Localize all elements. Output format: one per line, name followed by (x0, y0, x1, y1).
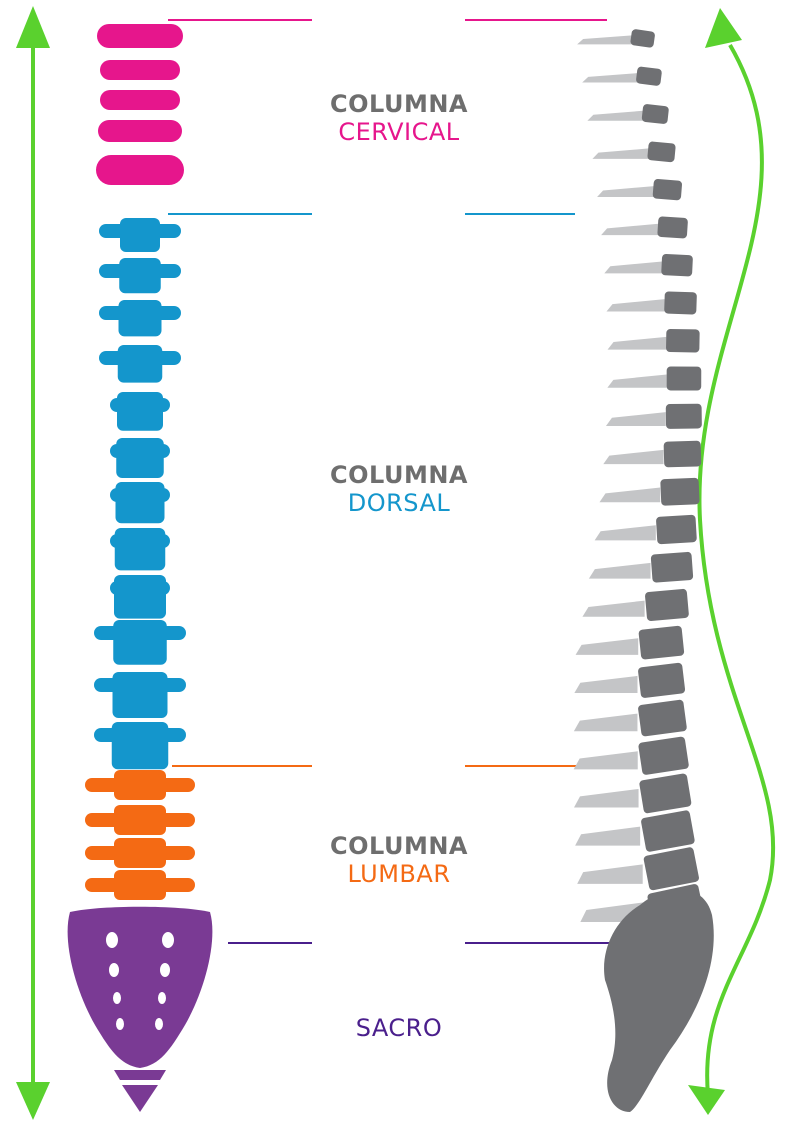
lumbar-vertebra (85, 805, 195, 835)
cervical-vertebra (100, 60, 180, 80)
dorsal-vertebra (94, 672, 186, 718)
dorsal-vertebra (99, 345, 181, 383)
side-vertebra (601, 216, 688, 238)
side-vertebra (577, 847, 699, 891)
dorsal-vertebra (110, 392, 170, 431)
dorsal-vertebra (110, 482, 170, 523)
side-vertebra (607, 366, 701, 390)
side-vertebra (608, 329, 700, 353)
cervical-vertebra (96, 155, 184, 185)
dorsal-vertebra (99, 258, 181, 293)
side-vertebra (597, 179, 682, 201)
side-vertebra (606, 291, 696, 314)
lumbar-vertebra (85, 838, 195, 868)
side-vertebra (599, 478, 699, 506)
side-vertebra (603, 441, 701, 468)
leader-lines (168, 20, 612, 943)
side-vertebra (604, 254, 693, 277)
dorsal-vertebra (110, 575, 170, 619)
sacrum (68, 907, 213, 1068)
side-vertebra (587, 104, 669, 125)
side-vertebra (574, 699, 687, 737)
dorsal-vertebra (110, 438, 170, 478)
lumbar-vertebra (85, 870, 195, 900)
dorsal-vertebra (94, 722, 186, 769)
side-vertebra (574, 736, 690, 775)
side-vertebra (577, 29, 655, 48)
side-vertebra (582, 589, 689, 622)
cervical-vertebra (98, 120, 182, 142)
side-view-spine (574, 29, 705, 930)
side-vertebra (575, 810, 695, 853)
cervical-vertebra (97, 24, 183, 48)
side-vertebra (576, 626, 685, 660)
side-vertebra (592, 141, 675, 162)
height-arrow-icon (16, 6, 50, 1120)
side-vertebra (574, 773, 692, 814)
cervical-vertebra (100, 90, 180, 110)
side-vertebra (606, 404, 702, 429)
lumbar-vertebra (85, 770, 195, 800)
side-vertebra (589, 552, 693, 583)
dorsal-vertebra (94, 620, 186, 665)
dorsal-vertebra (99, 218, 181, 252)
side-vertebra (595, 515, 697, 545)
coccyx (114, 1070, 166, 1112)
front-view-spine (85, 24, 195, 900)
dorsal-vertebra (99, 300, 181, 336)
dorsal-vertebra (110, 528, 170, 570)
side-vertebra (574, 662, 685, 698)
side-vertebra (582, 66, 662, 86)
side-view-sacrum (604, 889, 714, 1112)
